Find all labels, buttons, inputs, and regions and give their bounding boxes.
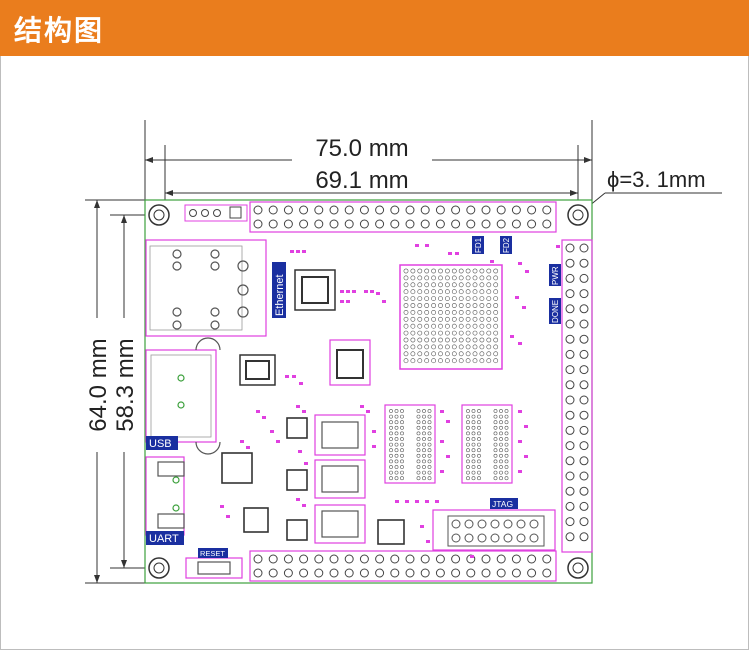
svg-text:FD1: FD1 [474, 237, 483, 253]
jtag-pins [451, 519, 539, 543]
label-done: DONE [549, 298, 561, 324]
label-led-1: FD1 [472, 236, 484, 254]
height-inner-label: 58.3 mm [112, 338, 139, 431]
smd-components [220, 244, 560, 558]
width-inner-label: 69.1 mm [315, 167, 408, 194]
label-ethernet: Ethernet [272, 262, 286, 318]
label-reset: RESET [198, 548, 228, 558]
svg-text:RESET: RESET [200, 549, 225, 558]
regulator [329, 339, 371, 386]
usb-controller [239, 354, 276, 386]
svg-text:JTAG: JTAG [492, 499, 513, 509]
fpga-bga [399, 264, 503, 370]
dimension-arrowheads [94, 157, 592, 583]
label-led-2: FD2 [500, 236, 512, 254]
small-top-header [184, 204, 248, 222]
label-jtag: JTAG [490, 498, 518, 509]
inductors [314, 414, 366, 544]
label-uart: UART [146, 531, 184, 545]
usb-connector [145, 337, 221, 455]
ethernet-phy [294, 269, 336, 311]
svg-text:Ethernet: Ethernet [274, 274, 286, 316]
board-outline [144, 199, 593, 584]
svg-text:USB: USB [149, 438, 172, 450]
top-pin-header [249, 201, 557, 233]
bottom-pin-header [249, 550, 557, 582]
label-pwr: PWR [549, 264, 561, 286]
mounting-holes [148, 204, 589, 579]
svg-text:DONE: DONE [551, 300, 560, 323]
sdram-balls [389, 409, 509, 481]
height-outer-label: 64.0 mm [85, 338, 112, 431]
ethernet-jack [145, 239, 267, 337]
header-banner: 结构图 [0, 0, 749, 56]
small-ics [221, 417, 405, 545]
right-pin-header [561, 239, 593, 553]
svg-text:FD2: FD2 [502, 237, 511, 253]
page-title: 结构图 [14, 14, 105, 47]
jtag-header [432, 509, 556, 551]
svg-text:PWR: PWR [551, 266, 560, 285]
header-pins [253, 205, 589, 578]
label-usb: USB [146, 436, 178, 450]
sdram-chips [384, 404, 513, 484]
width-outer-label: 75.0 mm [315, 135, 408, 162]
svg-text:UART: UART [149, 533, 179, 545]
hole-diameter-label: ϕ=3. 1mm [607, 167, 706, 192]
